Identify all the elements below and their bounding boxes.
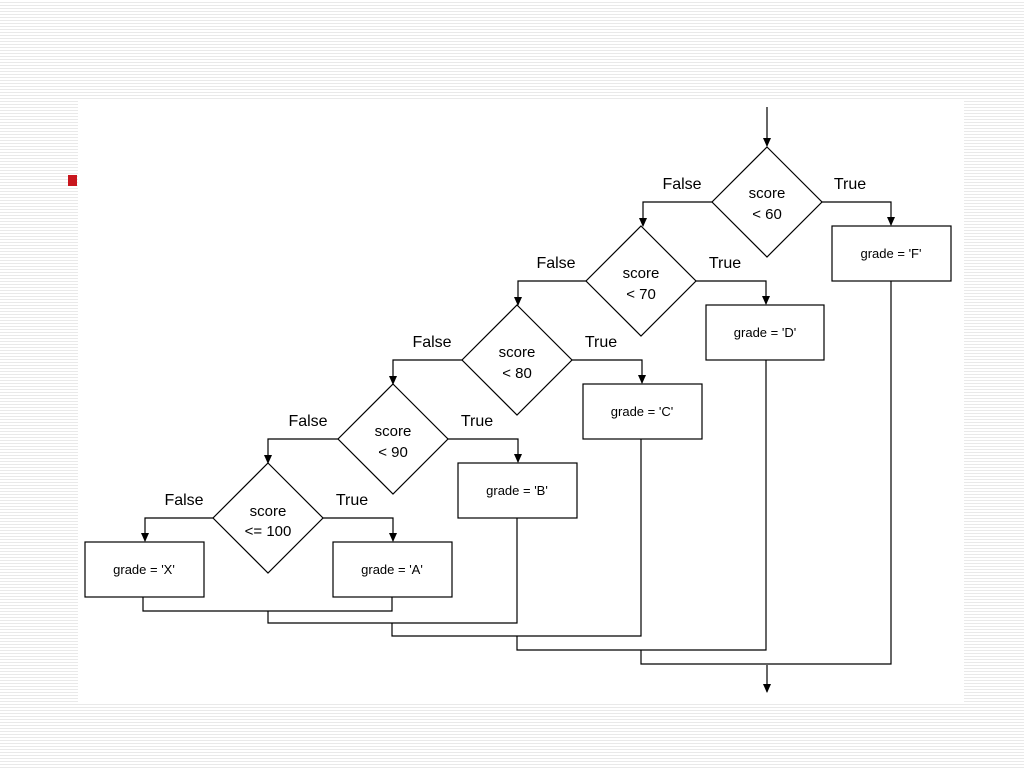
true-edge-to-c bbox=[572, 359, 646, 384]
decision-text-line1: score bbox=[375, 423, 412, 440]
false-edge-to-90 bbox=[389, 359, 462, 385]
decision-text-line2: < 90 bbox=[378, 444, 408, 461]
decision-text-line2: <= 100 bbox=[245, 523, 292, 540]
decision-text-line2: < 80 bbox=[502, 365, 532, 382]
decision-diamond bbox=[461, 304, 573, 416]
true-edge-to-d bbox=[696, 280, 770, 305]
action-grade-a: grade = 'A' bbox=[332, 541, 453, 598]
false-branch-label: False bbox=[288, 413, 327, 430]
decision-score-lt-90: score < 90 False True bbox=[288, 383, 493, 495]
true-edge-to-b bbox=[448, 438, 522, 463]
decision-text-line1: score bbox=[250, 503, 287, 520]
false-edge-to-80 bbox=[514, 280, 586, 306]
decision-text-line2: < 60 bbox=[752, 206, 782, 223]
true-branch-label: True bbox=[585, 334, 617, 351]
action-box bbox=[582, 383, 703, 440]
decision-text-line2: < 70 bbox=[626, 286, 656, 303]
decision-score-lt-80: score < 80 False True bbox=[412, 304, 617, 416]
action-grade-c: grade = 'C' bbox=[582, 383, 703, 440]
action-grade-f: grade = 'F' bbox=[831, 225, 952, 282]
decision-text-line1: score bbox=[499, 344, 536, 361]
decision-score-lt-70: score < 70 False True bbox=[536, 225, 741, 337]
action-text: grade = 'C' bbox=[611, 404, 673, 419]
false-edge-to-x bbox=[141, 517, 213, 542]
merge-x-a bbox=[142, 597, 393, 612]
true-edge-to-f bbox=[822, 201, 895, 226]
action-text: grade = 'F' bbox=[861, 246, 922, 261]
bullet-marker bbox=[68, 175, 77, 186]
decision-diamond bbox=[585, 225, 697, 337]
true-branch-label: True bbox=[461, 413, 493, 430]
decision-score-lt-60: score < 60 False True bbox=[662, 146, 866, 258]
true-edge-to-a bbox=[323, 517, 397, 542]
false-edge-to-100 bbox=[264, 438, 338, 464]
false-branch-label: False bbox=[662, 176, 701, 193]
action-box bbox=[332, 541, 453, 598]
action-text: grade = 'B' bbox=[486, 483, 548, 498]
decision-diamond bbox=[337, 383, 449, 495]
decision-text-line1: score bbox=[749, 185, 786, 202]
action-box bbox=[84, 541, 205, 598]
true-branch-label: True bbox=[336, 492, 368, 509]
action-grade-d: grade = 'D' bbox=[705, 304, 825, 361]
action-grade-b: grade = 'B' bbox=[457, 462, 578, 519]
false-branch-label: False bbox=[412, 334, 451, 351]
action-box bbox=[457, 462, 578, 519]
action-box bbox=[705, 304, 825, 361]
decision-diamond bbox=[711, 146, 823, 258]
true-branch-label: True bbox=[709, 255, 741, 272]
action-text: grade = 'A' bbox=[361, 562, 423, 577]
action-text: grade = 'D' bbox=[734, 325, 796, 340]
action-text: grade = 'X' bbox=[113, 562, 175, 577]
decision-text-line1: score bbox=[623, 265, 660, 282]
decision-diamond bbox=[212, 462, 324, 574]
false-branch-label: False bbox=[536, 255, 575, 272]
merge-with-f bbox=[640, 281, 892, 665]
false-edge-to-70 bbox=[639, 201, 712, 227]
action-box bbox=[831, 225, 952, 282]
action-grade-x: grade = 'X' bbox=[84, 541, 205, 598]
true-branch-label: True bbox=[834, 176, 866, 193]
false-branch-label: False bbox=[164, 492, 203, 509]
decision-score-le-100: score <= 100 False True bbox=[164, 462, 368, 574]
